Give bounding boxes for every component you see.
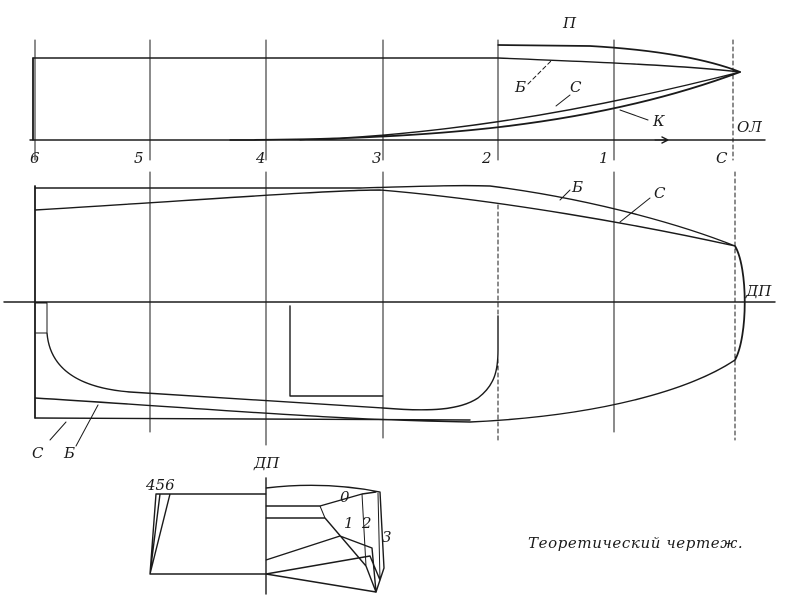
plan-label-dp: ДП bbox=[745, 282, 772, 300]
section-1 bbox=[265, 517, 377, 593]
leader-b bbox=[527, 59, 553, 85]
profile-view: П Б С К ОЛ 6 5 4 3 2 1 С bbox=[29, 14, 766, 167]
leader-plan-b bbox=[559, 189, 571, 201]
plan-chine-lower bbox=[46, 315, 499, 411]
plan-label-c: С bbox=[654, 184, 666, 202]
station-label-5: 5 bbox=[134, 149, 144, 167]
station-label-3: 3 bbox=[372, 149, 382, 167]
plan-view: Б С ДП С Б bbox=[3, 171, 776, 462]
bow-deck-line bbox=[497, 44, 741, 73]
plan-deck-edge-b bbox=[34, 184, 736, 247]
station-label-2: 2 bbox=[481, 149, 492, 167]
plan-label-b: Б bbox=[571, 178, 583, 196]
label-baseline: ОЛ bbox=[737, 118, 762, 136]
plan-label-c-left: С bbox=[32, 444, 44, 462]
label-b: Б bbox=[514, 78, 526, 96]
sheer-line bbox=[497, 57, 741, 73]
plan-chine-c bbox=[34, 189, 736, 247]
plan-deck-edge-lower bbox=[34, 359, 736, 423]
body-plan-label-1: 1 bbox=[344, 514, 354, 532]
caption: Теоретический чертеж. bbox=[528, 534, 743, 552]
section-inner-a bbox=[319, 505, 326, 519]
baseline-arrow bbox=[654, 136, 669, 144]
cockpit-rect bbox=[289, 305, 384, 397]
transom-plate bbox=[34, 302, 48, 334]
station-label-c: С bbox=[716, 149, 728, 167]
station-label-4: 4 bbox=[255, 149, 266, 167]
body-plan-label-0: 0 bbox=[340, 488, 350, 506]
leader-k bbox=[619, 109, 649, 121]
body-plan-label-456: 456 bbox=[145, 476, 175, 494]
plan-hull-side bbox=[34, 417, 471, 421]
station-label-1: 1 bbox=[599, 149, 609, 167]
label-k: К bbox=[652, 112, 665, 130]
body-plan: ДП 456 0 1 2 3 bbox=[145, 454, 392, 595]
bow-plan bbox=[734, 245, 746, 361]
section-inner-c bbox=[377, 492, 381, 581]
station-label-6: 6 bbox=[30, 149, 40, 167]
fore-frame-outer bbox=[265, 484, 385, 593]
aft-sections bbox=[149, 493, 267, 575]
body-plan-label-2: 2 bbox=[361, 514, 372, 532]
section-3 bbox=[265, 555, 381, 581]
label-top-p: П bbox=[562, 14, 577, 32]
plan-label-b-left: Б bbox=[63, 444, 75, 462]
leader-plan-c-left bbox=[49, 421, 67, 441]
section-2 bbox=[265, 535, 377, 593]
section-inner-b bbox=[361, 493, 367, 567]
leader-plan-b-left bbox=[75, 404, 99, 447]
section-0 bbox=[265, 491, 377, 507]
body-plan-label-3: 3 bbox=[382, 528, 392, 546]
leader-c bbox=[555, 94, 571, 107]
keel-line-k bbox=[229, 71, 741, 141]
body-plan-label-dp: ДП bbox=[253, 454, 280, 472]
label-c: С bbox=[570, 78, 582, 96]
leader-plan-c bbox=[619, 197, 651, 223]
